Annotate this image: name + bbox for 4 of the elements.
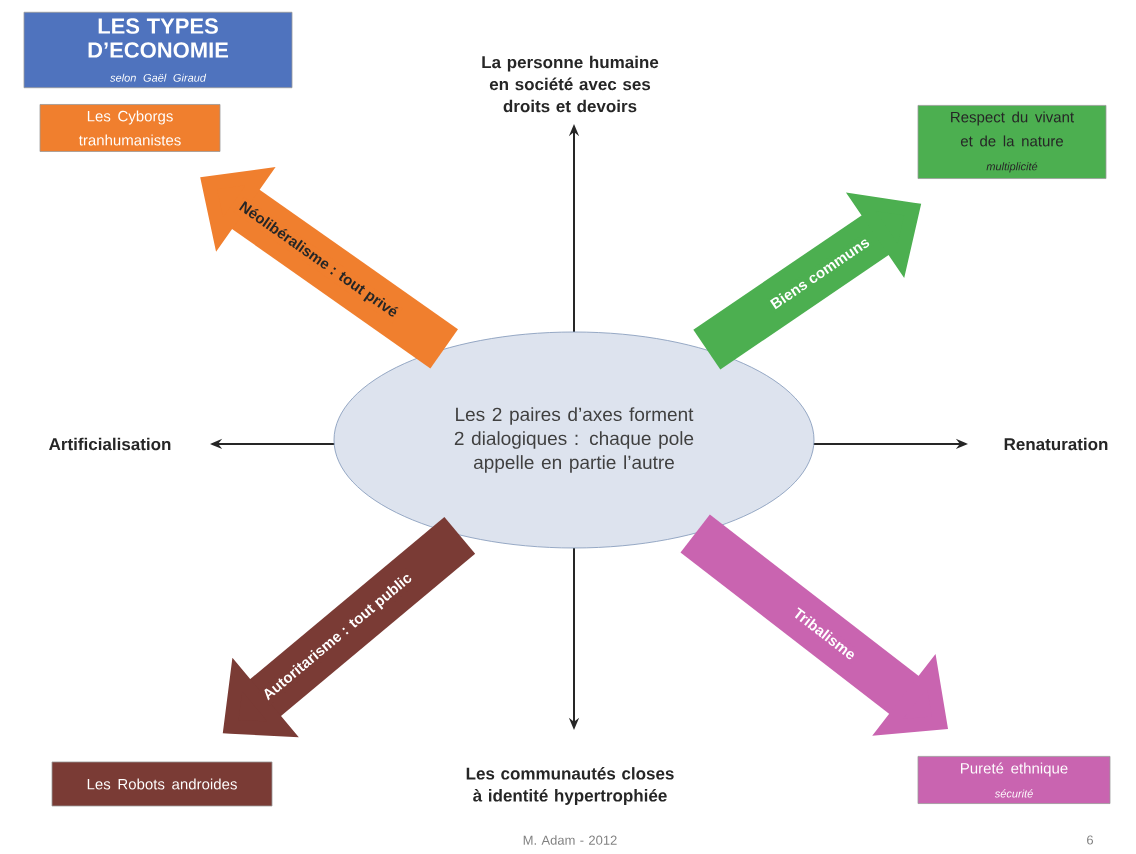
- axis-label: Renaturation: [1004, 437, 1108, 451]
- axis-label: La personne humaine en société avec ses droits et devoirs: [482, 55, 659, 113]
- axis-label: Les communautés closes à identité hypertrophiée: [466, 766, 674, 805]
- axis-label: Artificialisation: [49, 437, 171, 451]
